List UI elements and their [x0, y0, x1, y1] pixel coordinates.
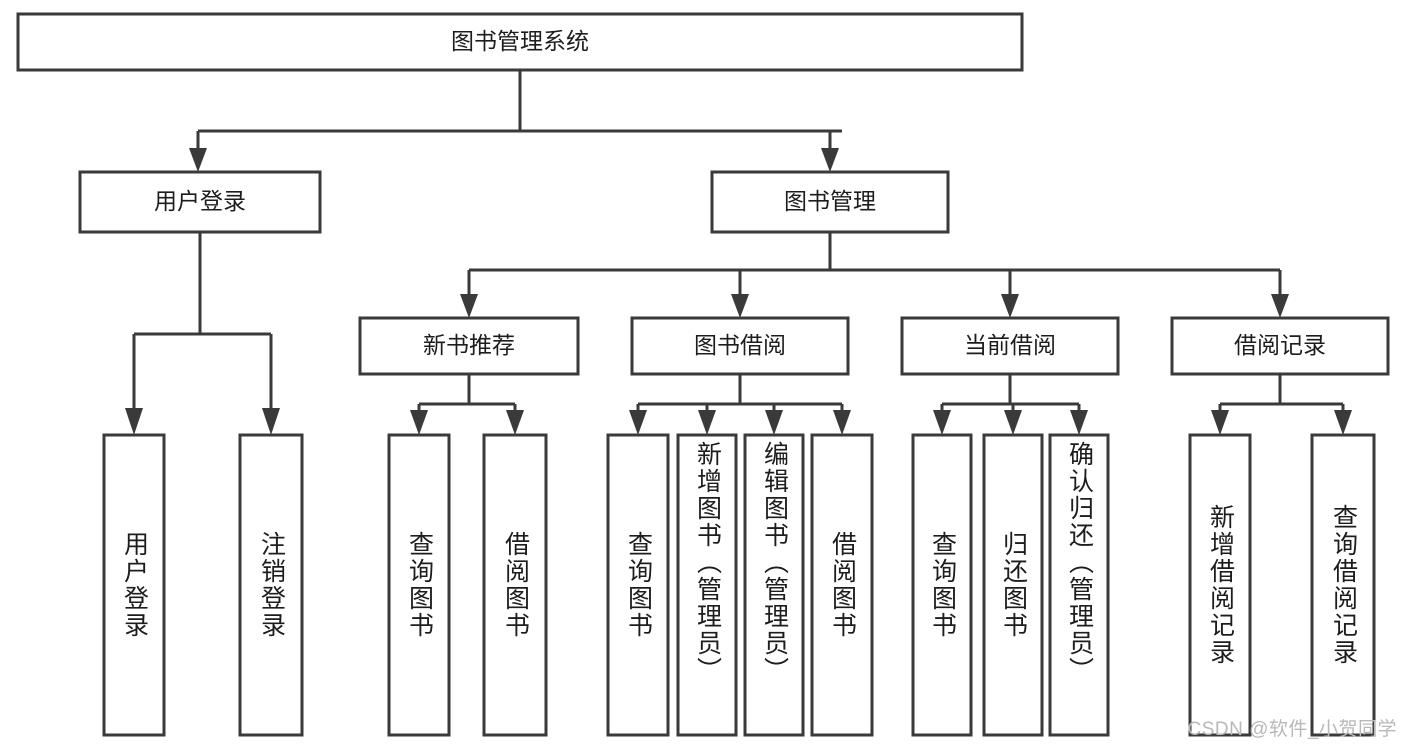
node-book-management-box [710, 170, 950, 234]
node-book-borrow-label: 图书借阅 [694, 332, 786, 358]
node-leaf-return-book-box[interactable] [982, 433, 1044, 737]
node-leaf-edit-book-box[interactable] [743, 433, 805, 737]
arrow-head-leaf-add-book [698, 410, 716, 435]
node-leaf-query-record-box[interactable] [1310, 433, 1376, 737]
arrow-head-leaf-confirm-return [1070, 410, 1088, 435]
connector-group-book-mgmt [460, 232, 1289, 318]
arrow-head-book-mgmt [821, 148, 839, 172]
node-borrow-records[interactable]: 借阅记录 [1170, 316, 1390, 376]
connector-group-user-login [125, 232, 280, 435]
node-borrow-records-label: 借阅记录 [1234, 332, 1326, 358]
connector-group-book-borrow [629, 374, 851, 435]
arrow-head-book-borrow [731, 294, 749, 318]
node-current-borrow-box [900, 316, 1120, 376]
arrow-head-leaf-edit-book [765, 410, 783, 435]
node-leaf-query-books-2-box[interactable] [606, 433, 670, 737]
arrow-head-leaf-query-record [1334, 410, 1352, 435]
node-book-borrow[interactable]: 图书借阅 [630, 316, 850, 376]
node-leaf-logout-box[interactable] [238, 433, 304, 737]
node-book-management-label: 图书管理 [784, 188, 876, 214]
node-user-login-label: 用户登录 [154, 188, 246, 214]
arrow-head-new-book-rec [460, 294, 478, 318]
arrow-head-user-login [189, 148, 207, 172]
node-leaf-query-books-1-box[interactable] [387, 433, 451, 737]
node-user-login-box [78, 170, 322, 234]
node-leaf-borrow-books-1-box[interactable] [482, 433, 548, 737]
node-leaf-borrow-books-2-box[interactable] [810, 433, 874, 737]
arrow-head-leaf-query-books-3 [933, 410, 951, 435]
arrow-head-leaf-borrow-books-2 [833, 410, 851, 435]
arrow-head-borrow-records [1271, 294, 1289, 318]
connector-group-borrow-records [1211, 374, 1352, 435]
node-user-login[interactable]: 用户登录 [78, 170, 322, 234]
node-leaf-user-login-box[interactable] [102, 433, 166, 737]
arrow-head-leaf-query-books-1 [410, 410, 428, 435]
node-root-system[interactable]: 图书管理系统 [16, 12, 1024, 72]
node-root-system-label: 图书管理系统 [451, 28, 589, 54]
arrow-head-leaf-borrow-books-1 [506, 410, 524, 435]
node-current-borrow-label: 当前借阅 [964, 332, 1056, 358]
arrow-head-leaf-logout [262, 408, 280, 435]
node-new-book-recommend-box [358, 316, 580, 376]
csdn-watermark: CSDN @软件_小贺同学 [1187, 719, 1397, 740]
node-leaf-add-record-box[interactable] [1188, 433, 1252, 737]
node-new-book-recommend[interactable]: 新书推荐 [358, 316, 580, 376]
connector-group-root [189, 70, 842, 172]
node-current-borrow[interactable]: 当前借阅 [900, 316, 1120, 376]
node-book-borrow-box [630, 316, 850, 376]
node-root-system-box [16, 12, 1024, 72]
arrow-head-leaf-add-record [1211, 410, 1229, 435]
arrow-head-leaf-user-login [125, 408, 143, 435]
arrow-head-current-borrow [1001, 294, 1019, 318]
node-leaf-query-books-3-box[interactable] [911, 433, 973, 737]
connector-group-current-borrow [933, 374, 1088, 435]
node-leaf-confirm-return-box[interactable] [1048, 433, 1110, 737]
arrow-head-leaf-query-books-2 [629, 410, 647, 435]
node-leaf-add-book-box[interactable] [676, 433, 738, 737]
node-book-management[interactable]: 图书管理 [710, 170, 950, 234]
arrow-head-leaf-return-book [1004, 410, 1022, 435]
node-borrow-records-box [1170, 316, 1390, 376]
connector-group-new-book-rec [410, 374, 524, 435]
node-new-book-recommend-label: 新书推荐 [423, 332, 515, 358]
